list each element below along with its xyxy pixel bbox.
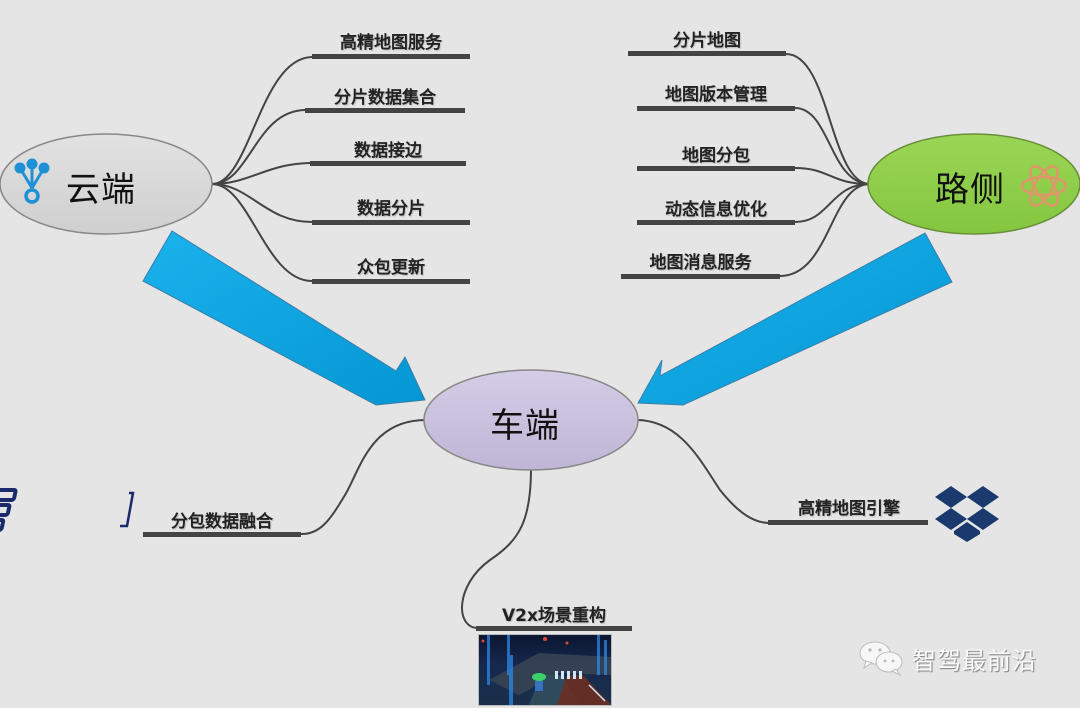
roadside-branch-bars [621,51,795,279]
arrow-cloud-to-vehicle [142,230,426,406]
dropbox-box-icon [935,486,999,542]
atom-icon [1020,165,1068,207]
cloud-branch-label[interactable]: 分片数据集合 [334,88,436,108]
roadside-branch-label[interactable]: 动态信息优化 [665,200,767,220]
vehicle-connectors [299,419,771,629]
stacked-layers-icon [0,488,135,532]
cloud-branch-label[interactable]: 数据分片 [357,199,425,219]
roadside-branch-label[interactable]: 分片地图 [673,31,741,51]
watermark: 智驾最前沿 [858,640,1037,676]
cloud-branch-bars [305,54,470,284]
roadside-node[interactable] [867,133,1080,235]
roadside-node-label: 路侧 [935,170,1005,210]
arrow-roadside-to-vehicle [637,232,953,406]
roadside-branch-label[interactable]: 地图版本管理 [665,85,767,105]
roadside-connectors [779,53,871,277]
v2x-scene-thumbnail [478,634,612,706]
roadside-branch-label[interactable]: 地图消息服务 [649,253,752,273]
cloud-branch-label[interactable]: 高精地图服务 [340,33,442,53]
vehicle-node-label: 车端 [490,406,560,446]
wechat-icon [859,641,903,676]
cloud-branch-label[interactable]: 数据接边 [354,141,422,161]
cloud-branch-label[interactable]: 众包更新 [357,258,425,278]
vehicle-branch-label-right[interactable]: 高精地图引擎 [798,499,900,519]
vehicle-branch-label-bottom[interactable]: V2x场景重构 [502,606,606,626]
network-tree-icon [14,158,50,204]
vehicle-branch-label-left[interactable]: 分包数据融合 [171,512,273,532]
cloud-connectors [211,56,313,282]
vehicle-branch-bars [143,520,928,631]
watermark-text: 智驾最前沿 [912,646,1037,675]
cloud-node[interactable] [0,133,213,235]
vehicle-node[interactable] [423,369,639,471]
cloud-node-label: 云端 [66,170,136,210]
v2x-scene-graphic [481,635,611,705]
roadside-branch-label[interactable]: 地图分包 [682,146,750,166]
